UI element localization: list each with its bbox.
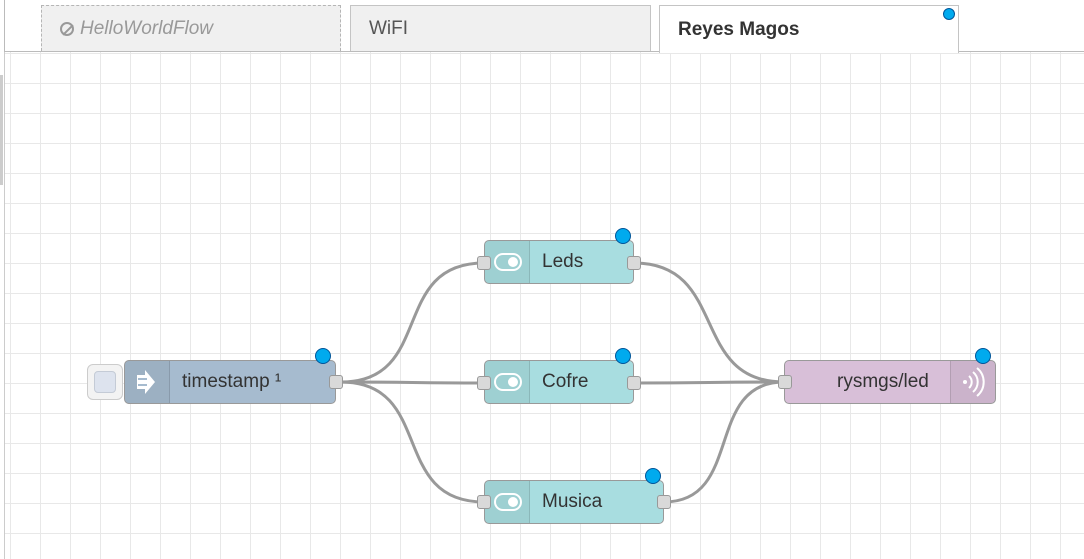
workspace-edge (4, 52, 5, 559)
input-port[interactable] (477, 376, 491, 390)
inject-trigger-button[interactable] (87, 364, 123, 400)
input-port[interactable] (477, 256, 491, 270)
node-timestamp[interactable]: timestamp ¹ (124, 360, 336, 404)
workspace-tab-bar: HelloWorldFlow WiFI Reyes Magos (0, 0, 1084, 53)
inject-arrow-icon (125, 361, 170, 403)
input-port[interactable] (477, 495, 491, 509)
output-port[interactable] (657, 495, 671, 509)
flow-canvas[interactable]: timestamp ¹ Leds Cofre Musica rysmgs/led (5, 52, 1084, 559)
wire-cofre-mqtt[interactable] (633, 380, 785, 385)
node-changed-indicator-icon (645, 468, 661, 484)
node-label: rysmgs/led (837, 371, 929, 392)
toggle-icon (485, 241, 530, 283)
mqtt-broadcast-icon (950, 361, 995, 403)
node-label: Leds (542, 251, 584, 272)
node-changed-indicator-icon (615, 228, 631, 244)
disabled-icon (60, 21, 74, 36)
node-changed-indicator-icon (975, 348, 991, 364)
node-leds[interactable]: Leds (484, 240, 634, 284)
node-mqtt-out[interactable]: rysmgs/led (784, 360, 996, 404)
tab-label: Reyes Magos (678, 18, 800, 40)
node-label: Musica (542, 491, 603, 512)
node-changed-indicator-icon (615, 348, 631, 364)
node-label: timestamp ¹ (182, 371, 282, 392)
toggle-icon (485, 481, 530, 523)
tab-wifi[interactable]: WiFI (350, 5, 651, 51)
tab-helloworldflow[interactable]: HelloWorldFlow (41, 5, 341, 51)
node-changed-indicator-icon (315, 348, 331, 364)
output-port[interactable] (329, 375, 343, 389)
vertical-scrollbar[interactable] (0, 75, 3, 185)
tab-label: WiFI (369, 17, 409, 39)
node-cofre[interactable]: Cofre (484, 360, 634, 404)
wire-timestamp-cofre[interactable] (340, 380, 485, 385)
wire-timestamp-musica[interactable] (340, 380, 485, 504)
wire-leds-mqtt[interactable] (633, 261, 785, 384)
node-musica[interactable]: Musica (484, 480, 664, 524)
wire-musica-mqtt[interactable] (663, 380, 785, 504)
output-port[interactable] (627, 256, 641, 270)
node-label: Cofre (542, 371, 589, 392)
tab-bar-edge (4, 0, 5, 52)
tab-changed-indicator-icon (943, 8, 955, 20)
tab-bar-divider (4, 51, 1084, 52)
output-port[interactable] (627, 376, 641, 390)
tab-label: HelloWorldFlow (80, 17, 214, 39)
wire-timestamp-leds[interactable] (340, 261, 485, 384)
toggle-icon (485, 361, 530, 403)
input-port[interactable] (778, 375, 792, 389)
wires-layer (340, 261, 785, 504)
tab-reyes-magos[interactable]: Reyes Magos (659, 5, 959, 53)
